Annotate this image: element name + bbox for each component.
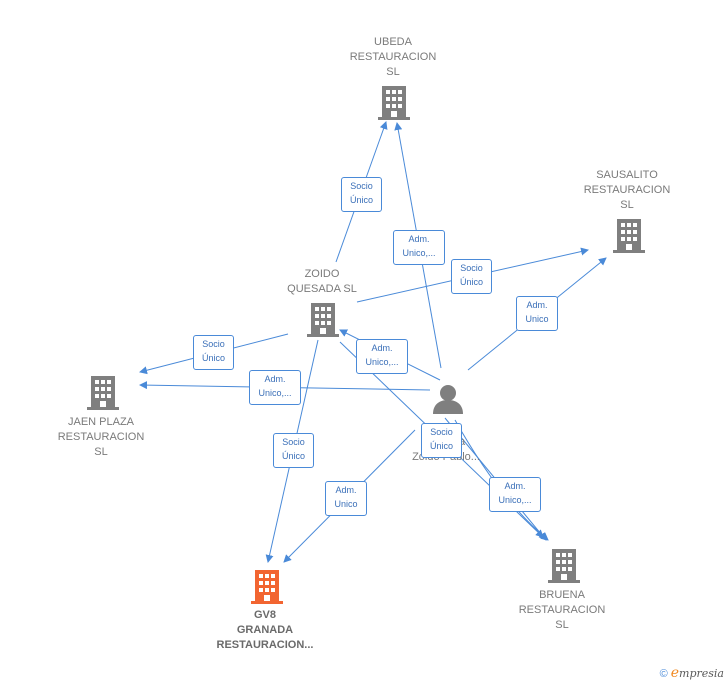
node-label-zoido[interactable]: ZOIDO QUESADA SL: [287, 268, 357, 295]
node-label-sausalito[interactable]: SAUSALITO RESTAURACION SL: [583, 169, 671, 211]
person-icon[interactable]: [432, 384, 464, 414]
footer-brand: © empresia: [660, 665, 724, 681]
edge-label-person-zoido[interactable]: Adm. Unico,...: [356, 339, 408, 374]
building-icon-sausalito[interactable]: [613, 219, 645, 253]
building-icon-gv8[interactable]: [251, 570, 283, 604]
node-label-bruena[interactable]: BRUENA RESTAURACION SL: [518, 589, 606, 631]
edge-label-zoido-sausalito[interactable]: Socio Único: [451, 259, 492, 294]
brand-logo-text: mpresia: [679, 667, 724, 680]
building-icon-bruena[interactable]: [548, 549, 580, 583]
edge-label-zoido-jaen[interactable]: Socio Único: [193, 335, 234, 370]
brand-logo-initial: e: [670, 665, 680, 681]
copyright-symbol: ©: [659, 668, 668, 680]
edge-label-person-sausalito[interactable]: Adm. Unico: [516, 296, 558, 331]
edge-label-person-jaen[interactable]: Adm. Unico,...: [249, 370, 301, 405]
person-name-fragment: a: [458, 436, 466, 448]
edge-label-person-bruena-adm[interactable]: Adm. Unico,...: [489, 477, 541, 512]
building-icon-ubeda[interactable]: [378, 86, 410, 120]
node-label-jaen[interactable]: JAEN PLAZA RESTAURACION SL: [57, 416, 145, 458]
edge-label-zoido-ubeda[interactable]: Socio Único: [341, 177, 382, 212]
edge-label-person-bruena-socio[interactable]: Socio Único: [421, 423, 462, 458]
edge-label-person-ubeda[interactable]: Adm. Unico,...: [393, 230, 445, 265]
building-icon-jaen[interactable]: [87, 376, 119, 410]
building-icon-zoido[interactable]: [307, 303, 339, 337]
edge-label-zoido-gv8[interactable]: Socio Único: [273, 433, 314, 468]
edge-label-person-gv8[interactable]: Adm. Unico: [325, 481, 367, 516]
node-label-gv8[interactable]: GV8 GRANADA RESTAURACION...: [216, 609, 314, 651]
node-label-ubeda[interactable]: UBEDA RESTAURACION SL: [349, 36, 437, 78]
